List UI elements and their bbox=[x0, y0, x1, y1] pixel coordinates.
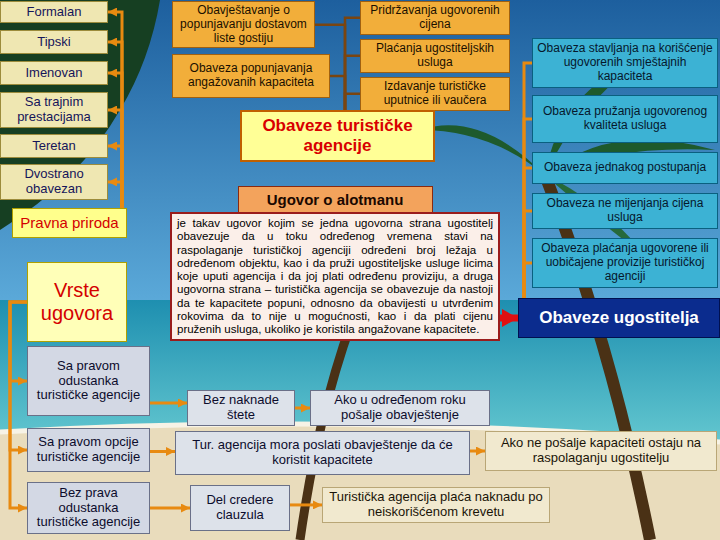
category-box: Vrste ugovora bbox=[27, 262, 127, 342]
flow-connector bbox=[108, 110, 122, 208]
flow-connector bbox=[330, 76, 345, 110]
flow-connector bbox=[524, 168, 532, 298]
box-label: Obaveza ne mijenjanja cijena usluga bbox=[537, 197, 713, 225]
box-label: Dvostrano obavezan bbox=[5, 167, 103, 197]
box-label: Del credere clauzula bbox=[195, 493, 285, 523]
hub-box: Obaveze turističke agencije bbox=[240, 110, 435, 162]
outcome-box: Turistička agencija plaća naknadu po nei… bbox=[322, 487, 550, 523]
flow-connector bbox=[108, 12, 122, 208]
flow-connector bbox=[345, 56, 360, 110]
flow-connector bbox=[10, 302, 27, 381]
box-label: Obaveze ugostitelja bbox=[539, 308, 699, 328]
box-label: Obaveze turističke agencije bbox=[246, 116, 429, 155]
flow-connector bbox=[108, 73, 122, 208]
category-box: Pravna priroda bbox=[12, 208, 127, 238]
duty-box: Obaveza jednakog postupanja bbox=[532, 152, 718, 184]
box-label: Turistička agencija plaća naknadu po nei… bbox=[327, 490, 545, 520]
flow-connector bbox=[108, 146, 122, 208]
outcome-box: Ako u određenom roku pošalje obavještenj… bbox=[310, 390, 490, 426]
box-label: Plaćanja ugostiteljskih usluga bbox=[365, 42, 505, 70]
box-label: Formalan bbox=[27, 5, 82, 20]
flow-connector bbox=[108, 182, 122, 208]
box-label: Pravna priroda bbox=[20, 214, 118, 231]
box-label: Sa pravom opcije turističke agencije bbox=[32, 435, 145, 465]
box-label: Imenovan bbox=[25, 66, 82, 81]
flow-connector bbox=[150, 507, 190, 510]
box-label: Obaveza jednakog postupanja bbox=[544, 161, 706, 175]
body-text: je takav ugovor kojim se jedna ugovorna … bbox=[170, 212, 500, 341]
type-box: Sa pravom odustanka turističke agencije bbox=[27, 346, 150, 416]
outcome-box: Bez naknade štete bbox=[187, 390, 295, 426]
outcome-box: Del credere clauzula bbox=[190, 485, 290, 531]
box-label: Ugovor o alotmanu bbox=[238, 186, 433, 213]
box-label: Obaveza plaćanja ugovorene ili uobičajen… bbox=[537, 242, 713, 283]
box-label: Obavještavanje o popunjavanju dostavom l… bbox=[177, 4, 310, 45]
property-box: Tipski bbox=[0, 30, 108, 54]
hub-box: Obaveze ugostitelja bbox=[518, 298, 720, 338]
box-label: Bez prava odustanka turističke agencije bbox=[32, 486, 145, 531]
flow-connector bbox=[10, 302, 27, 450]
flow-connector bbox=[524, 211, 532, 298]
duty-box: Obaveza stavljanja na korišćenje ugovore… bbox=[532, 38, 718, 88]
flow-connector bbox=[524, 63, 532, 298]
duty-box: Obaveza popunjavanja angažovanih kapacit… bbox=[172, 54, 330, 98]
property-box: Formalan bbox=[0, 1, 108, 23]
property-box: Dvostrano obavezan bbox=[0, 164, 108, 200]
box-label: Izdavanje turističke uputnice ili vaučer… bbox=[365, 80, 505, 108]
box-label: Tipski bbox=[37, 35, 70, 50]
duty-box: Izdavanje turističke uputnice ili vaučer… bbox=[360, 77, 510, 111]
outcome-box: Ako ne pošalje kapaciteti ostaju na rasp… bbox=[485, 431, 717, 471]
flow-connector bbox=[524, 263, 532, 298]
property-box: Teretan bbox=[0, 134, 108, 158]
box-label: Sa pravom odustanka turističke agencije bbox=[32, 359, 145, 404]
box-label: Tur. agencija mora poslati obavještenje … bbox=[180, 438, 465, 468]
flow-connector bbox=[108, 42, 122, 208]
box-label: Obaveza stavljanja na korišćenje ugovore… bbox=[537, 42, 713, 83]
box-label: Obaveza popunjavanja angažovanih kapacit… bbox=[177, 62, 325, 90]
duty-box: Pridržavanja ugovorenih cijena bbox=[360, 1, 510, 35]
flow-connector bbox=[524, 119, 532, 298]
property-box: Sa trajnim prestacijama bbox=[0, 92, 108, 128]
flow-connector bbox=[470, 450, 485, 453]
flow-connector bbox=[290, 503, 322, 506]
box-label: Vrste ugovora bbox=[32, 279, 122, 325]
duty-box: Plaćanja ugostiteljskih usluga bbox=[360, 39, 510, 73]
flow-connector bbox=[150, 402, 187, 405]
main-arrow bbox=[500, 315, 518, 322]
duty-box: Obavještavanje o popunjavanju dostavom l… bbox=[172, 1, 315, 48]
box-label: Teretan bbox=[32, 139, 75, 154]
outcome-box: Tur. agencija mora poslati obavještenje … bbox=[175, 431, 470, 475]
type-box: Sa pravom opcije turističke agencije bbox=[27, 428, 150, 472]
type-box: Bez prava odustanka turističke agencije bbox=[27, 482, 150, 534]
duty-box: Obaveza pružanja ugovorenog kvaliteta us… bbox=[532, 95, 718, 143]
box-label: Ako ne pošalje kapaciteti ostaju na rasp… bbox=[490, 436, 712, 466]
box-label: Ako u određenom roku pošalje obavještenj… bbox=[315, 393, 485, 423]
duty-box: Obaveza ne mijenjanja cijena usluga bbox=[532, 193, 718, 229]
duty-box: Obaveza plaćanja ugovorene ili uobičajen… bbox=[532, 238, 718, 288]
flow-connector bbox=[345, 18, 360, 110]
flow-connector bbox=[345, 94, 360, 110]
box-label: Sa trajnim prestacijama bbox=[5, 95, 103, 125]
flow-connector bbox=[150, 450, 175, 453]
flow-connector bbox=[10, 302, 27, 508]
box-label: Obaveza pružanja ugovorenog kvaliteta us… bbox=[537, 105, 713, 133]
box-label: Bez naknade štete bbox=[192, 393, 290, 423]
definition-box: Ugovor o alotmanuje takav ugovor kojim s… bbox=[170, 186, 500, 341]
property-box: Imenovan bbox=[0, 61, 108, 85]
box-label: Pridržavanja ugovorenih cijena bbox=[365, 4, 505, 32]
flow-connector bbox=[295, 407, 310, 410]
